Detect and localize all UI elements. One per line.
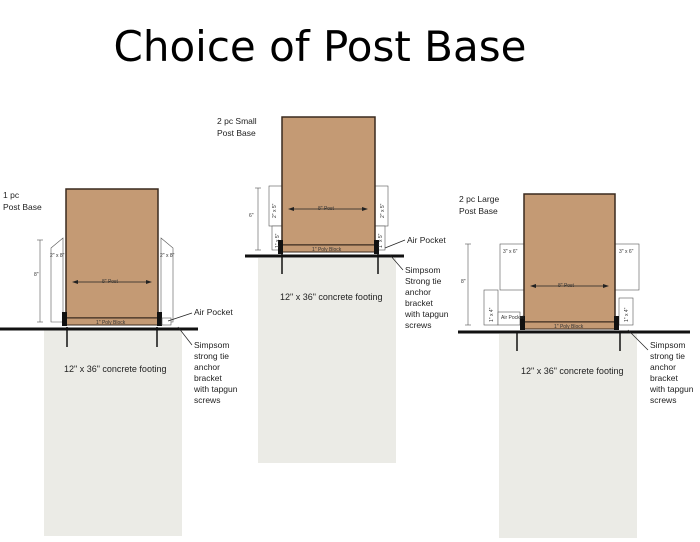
bracket-right-2 [374, 240, 379, 254]
side-label-right-upper-2: 2" x 5" [380, 203, 386, 218]
side-label-right-1: 2" x 8" [160, 253, 175, 259]
side-board-left-1 [50, 237, 64, 323]
anchor-leader-1 [177, 326, 193, 346]
post-1 [65, 188, 159, 319]
footing-3 [499, 334, 637, 538]
anchor-label-1-3: bracket [194, 373, 223, 383]
base-type-label-1a: 1 pc [3, 190, 20, 200]
block-label-2: 1" Poly Block [312, 247, 342, 253]
anchor-label-2-5: screws [405, 320, 431, 330]
anchor-label-1-4: with tapgun [193, 384, 238, 394]
footing-label-1: 12" x 36" concrete footing [64, 364, 166, 374]
anchor-label-3-5: screws [650, 395, 676, 405]
anchor-label-1-2: anchor [194, 362, 220, 372]
height-dim-label-2: 6" [249, 213, 254, 219]
post-3 [523, 193, 616, 323]
bracket-right-1 [157, 312, 162, 326]
bracket-left-1 [62, 312, 67, 326]
anchor-label-3-1: strong tie [650, 351, 685, 361]
anchor-label-1-5: screws [194, 395, 220, 405]
air-pocket-left-label-3: Air Pocket [501, 315, 524, 321]
side-board-right-lower-3 [618, 297, 634, 326]
anchor-leader-2 [389, 254, 404, 271]
post-label-1: 8" Post [102, 279, 119, 285]
side-board-left-lower-3 [483, 289, 499, 326]
footing-label-2: 12" x 36" concrete footing [280, 292, 382, 302]
block-label-1: 1" Poly Block [96, 320, 126, 326]
air-pocket-box-1 [161, 317, 172, 326]
air-pocket-label-1: Air Pocket [194, 307, 233, 317]
side-label-right-lower-3: 1" x 4" [624, 307, 630, 322]
anchor-label-1-0: Simpsom [194, 340, 229, 350]
panel-1pc: 1 pc Post Base 8" 2" x 8" 2" x 8" 8" Pos… [0, 188, 238, 536]
anchor-label-3-0: Simpsom [650, 340, 685, 350]
base-type-label-2a: 2 pc Small [217, 116, 257, 126]
base-type-label-1b: Post Base [3, 202, 42, 212]
height-dim-label-1: 8" [34, 272, 39, 278]
bracket-left-3 [520, 316, 525, 330]
air-pocket-leader-1 [167, 312, 193, 322]
page-title: Choice of Post Base [113, 22, 527, 71]
footing-1 [44, 330, 182, 536]
base-type-label-3b: Post Base [459, 206, 498, 216]
side-label-left-lower-2: 1" x 5" [275, 233, 281, 248]
height-dim-label-3: 8" [461, 279, 466, 285]
anchor-label-2-3: bracket [405, 298, 434, 308]
footing-label-3: 12" x 36" concrete footing [521, 366, 623, 376]
anchor-label-2-0: Simpsom [405, 265, 440, 275]
anchor-label-2-1: Strong tie [405, 276, 442, 286]
panel-2pc-large: 2 pc Large Post Base 8" 3" x 6" 3" x 6" … [458, 193, 694, 538]
anchor-label-3-2: anchor [650, 362, 676, 372]
anchor-leader-3 [627, 329, 649, 351]
post-2 [281, 116, 376, 246]
panel-2pc-small: 2 pc Small Post Base 6" 2" x 5" 2" x 5" … [217, 116, 449, 463]
base-type-label-2b: Post Base [217, 128, 256, 138]
side-label-right-lower-2: 1" x 5" [378, 233, 384, 248]
footing-2 [258, 258, 396, 463]
air-pocket-leader-2 [384, 239, 406, 249]
bracket-right-3 [614, 316, 619, 330]
side-label-right-upper-3: 3" x 6" [619, 249, 634, 255]
anchor-label-1-1: strong tie [194, 351, 229, 361]
block-label-3: 1" Poly Block [554, 324, 584, 330]
bracket-left-2 [278, 240, 283, 254]
side-board-left-upper-3 [499, 243, 525, 291]
post-label-3: 8" Post [558, 283, 575, 289]
anchor-label-3-3: bracket [650, 373, 679, 383]
anchor-label-2-4: with tapgun [404, 309, 449, 319]
side-label-left-1: 2" x 8" [50, 253, 65, 259]
anchor-label-3-4: with tapgun [649, 384, 694, 394]
side-label-left-upper-2: 2" x 5" [272, 203, 278, 218]
air-pocket-label-2: Air Pocket [407, 235, 446, 245]
anchor-label-2-2: anchor [405, 287, 431, 297]
side-label-left-lower-3: 1" x 4" [489, 307, 495, 322]
side-board-right-upper-3 [614, 243, 640, 291]
post-label-2: 8" Post [318, 206, 335, 212]
side-label-left-upper-3: 3" x 6" [503, 249, 518, 255]
side-board-right-1 [160, 237, 174, 323]
base-type-label-3a: 2 pc Large [459, 194, 499, 204]
